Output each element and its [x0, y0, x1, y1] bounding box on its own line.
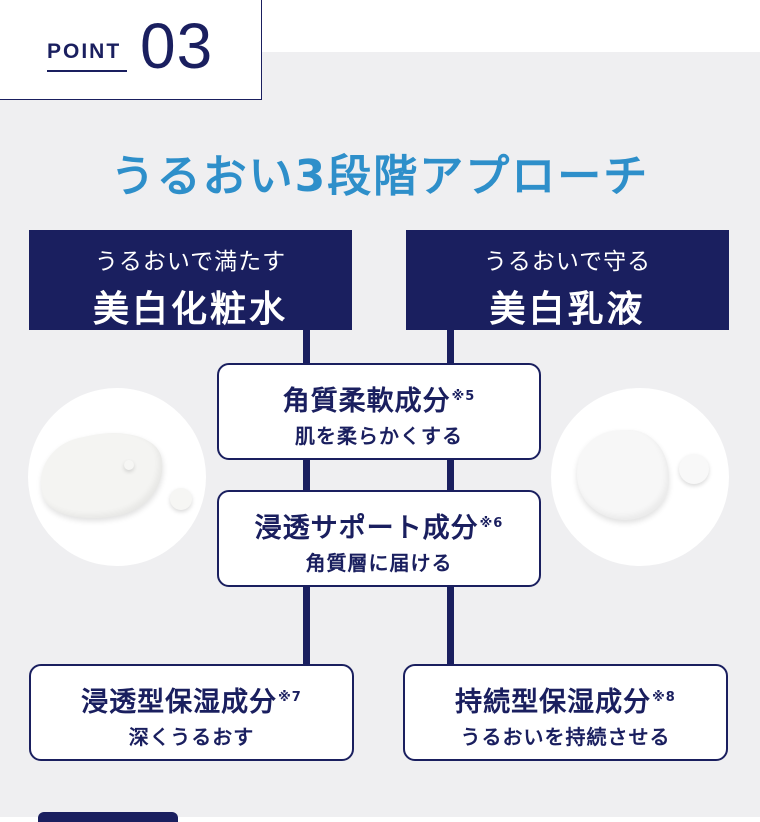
point-underline	[47, 70, 127, 72]
footnote-mark: ※6	[479, 516, 504, 531]
product-subtitle: うるおいで満たす	[94, 249, 287, 275]
ingredient-card: 持続型保湿成分※8 うるおいを持続させる	[403, 664, 728, 761]
lotion-texture-image	[28, 388, 206, 566]
lotion-bubble	[124, 460, 134, 470]
ingredient-card: 浸透型保湿成分※7 深くうるおす	[29, 664, 354, 761]
ingredient-desc: うるおいを持続させる	[460, 725, 671, 749]
product-subtitle: うるおいで守る	[483, 249, 652, 275]
ingredient-desc: 深くうるおす	[128, 725, 255, 749]
product-lotion: うるおいで満たす 美白化粧水	[29, 230, 352, 330]
emulsion-drop	[577, 430, 669, 520]
product-emulsion: うるおいで守る 美白乳液	[406, 230, 729, 330]
ingredient-desc: 肌を柔らかくする	[295, 424, 463, 448]
ingredient-desc: 角質層に届ける	[305, 551, 453, 575]
point-badge: POINT 03	[0, 0, 262, 100]
point-label: POINT	[47, 40, 122, 63]
footnote-mark: ※7	[278, 690, 302, 705]
ingredient-title: 角質柔軟成分※5	[282, 386, 476, 417]
lotion-droplet	[170, 488, 192, 510]
ingredient-card: 浸透サポート成分※6 角質層に届ける	[217, 490, 541, 587]
emulsion-droplet	[679, 454, 709, 484]
ingredient-card: 角質柔軟成分※5 肌を柔らかくする	[217, 363, 541, 460]
point-number: 03	[140, 10, 214, 82]
next-section-tab	[38, 812, 178, 822]
emulsion-texture-image	[551, 388, 729, 566]
lotion-drop	[32, 422, 172, 530]
ingredient-title: 持続型保湿成分※8	[455, 687, 676, 718]
footnote-mark: ※5	[451, 389, 476, 404]
ingredient-title: 浸透型保湿成分※7	[81, 687, 302, 718]
product-name: 美白化粧水	[92, 289, 288, 330]
product-name: 美白乳液	[489, 289, 646, 330]
footnote-mark: ※8	[652, 690, 676, 705]
ingredient-title: 浸透サポート成分※6	[254, 513, 504, 544]
section-heading: うるおい3段階アプローチ	[110, 151, 650, 202]
